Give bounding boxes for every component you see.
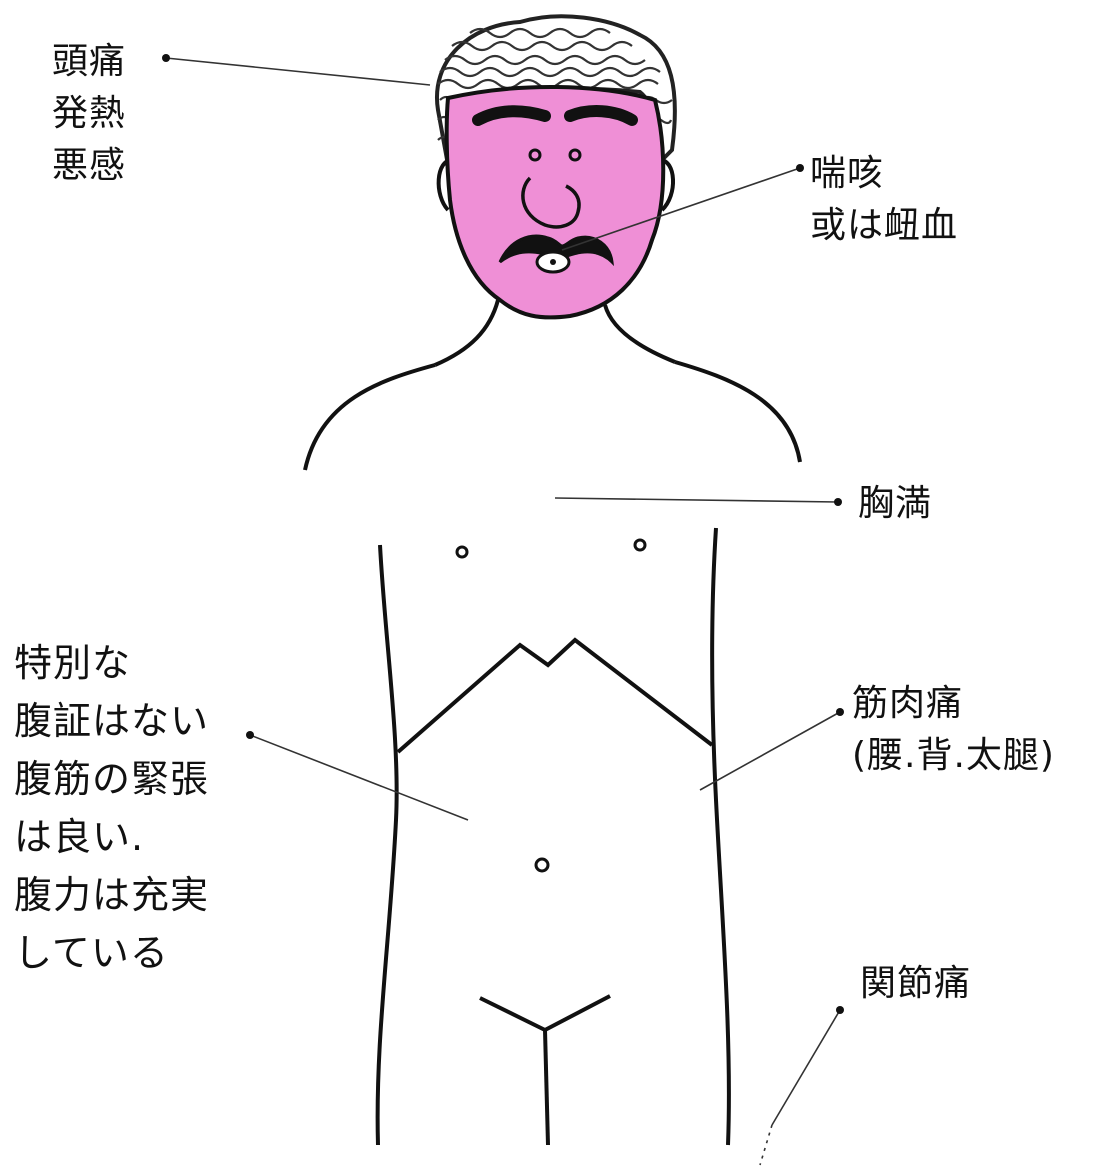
mouth-inner [550,259,556,265]
dot-muscle [836,708,844,716]
leader-head [165,57,431,86]
label-chest: 胸満 [858,478,932,530]
label-line: している [14,931,169,975]
left-nipple [455,545,469,559]
label-abdomen: 特別な 腹証はない 腹筋の緊張 は良い. 腹力は充実 している [14,634,209,982]
label-joint-pain: 関節痛 [860,958,971,1010]
groin-right [544,994,611,1032]
left-eye [528,148,542,162]
rib-line [396,637,714,754]
right-nipple [633,538,647,552]
leader-abdomen [249,734,469,821]
leader-joint [771,1009,841,1126]
label-line: 筋肉痛 [852,683,964,724]
neck-right [603,304,676,364]
dot-abdomen [246,731,254,739]
right-eyebrow [564,105,638,126]
label-line: 或は衄血 [810,205,959,246]
nose [521,176,581,229]
label-cough: 喘咳 或は衄血 [810,148,958,252]
groin-center [543,1029,550,1146]
left-shoulder [303,363,436,471]
label-line: 特別な [14,641,132,685]
navel [534,857,550,873]
label-line: (腰.背.太腿) [852,735,1055,776]
dot-cough [796,164,804,172]
right-shoulder [674,360,802,463]
leader-dots [162,54,844,1014]
label-muscle-pain: 筋肉痛 (腰.背.太腿) [852,678,1055,782]
label-line: 腹筋の緊張 [14,757,210,801]
leader-cough [561,167,801,251]
dot-head [162,54,170,62]
label-line: 腹力は充実 [14,873,210,917]
label-line: 頭痛 [52,41,127,82]
label-line: 胸満 [858,483,933,524]
label-line: 喘咳 [810,153,885,194]
label-line: 関節痛 [860,963,972,1004]
dot-chest [834,498,842,506]
torso-left [375,544,399,1146]
leader-muscle [699,711,841,791]
label-line: は良い. [14,815,145,859]
neck-left [434,299,500,367]
torso-right [710,527,731,1146]
leader-lines [165,57,841,1166]
label-line: 悪感 [52,145,127,186]
groin-left [479,996,546,1032]
leader-joint-dots [759,1124,773,1166]
label-line: 腹証はない [14,699,210,743]
left-eyebrow [472,105,551,126]
label-line: 発熱 [52,93,127,134]
dot-joint [836,1006,844,1014]
label-head-symptoms: 頭痛 発熱 悪感 [52,36,126,192]
leader-chest [554,497,839,503]
right-eye [568,148,582,162]
